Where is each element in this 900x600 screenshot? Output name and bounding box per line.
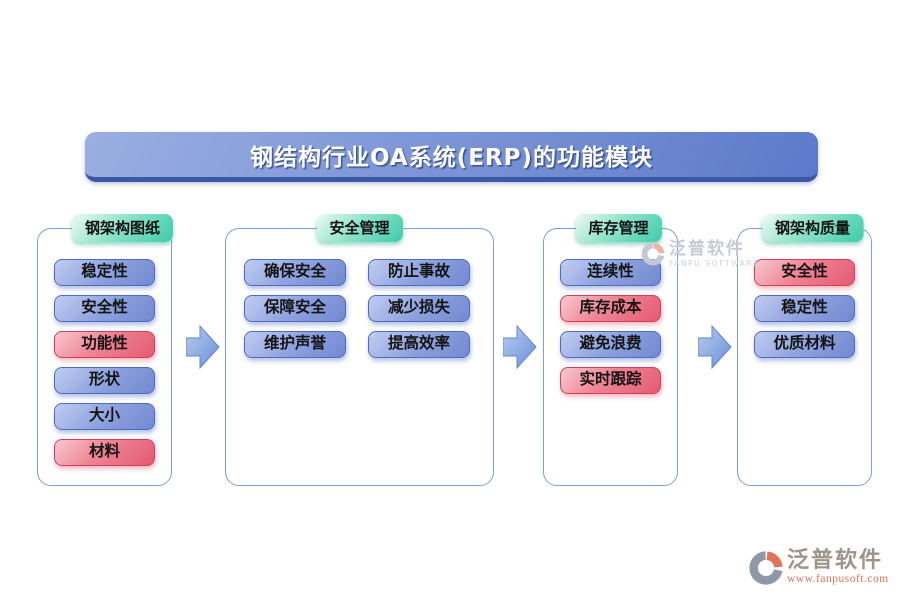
panel-items-steel-quality: 安全性稳定性优质材料	[738, 259, 871, 358]
module-item: 大小	[54, 403, 155, 430]
module-item: 实时跟踪	[560, 367, 661, 394]
module-item: 形状	[54, 367, 155, 394]
module-item: 库存成本	[560, 295, 661, 322]
panel-header-inventory-management: 库存管理	[575, 214, 662, 242]
module-item: 稳定性	[754, 295, 855, 322]
panel-inventory-management: 库存管理 连续性库存成本避免浪费实时跟踪	[543, 214, 678, 486]
module-item: 防止事故	[368, 259, 470, 286]
panel-items-safety-management: 确保安全防止事故保障安全减少损失维护声誉提高效率	[244, 259, 470, 358]
module-item: 材料	[54, 439, 155, 466]
module-item: 安全性	[754, 259, 855, 286]
module-item: 确保安全	[244, 259, 346, 286]
fanpu-logo-icon	[749, 551, 783, 585]
module-item: 提高效率	[368, 331, 470, 358]
logo-url: www.fanpusoft.com	[787, 573, 889, 586]
logo-brand: 泛普软件	[787, 548, 884, 574]
module-item: 优质材料	[754, 331, 855, 358]
flow-arrow-icon	[698, 324, 732, 370]
flow-arrow-icon	[186, 324, 220, 370]
module-item: 安全性	[54, 295, 155, 322]
panel-header-steel-quality: 钢架构质量	[761, 214, 864, 242]
panel-items-steel-drawings: 稳定性安全性功能性形状大小材料	[38, 259, 171, 466]
module-item: 稳定性	[54, 259, 155, 286]
panel-safety-management: 安全管理 确保安全防止事故保障安全减少损失维护声誉提高效率	[225, 214, 494, 486]
module-item: 保障安全	[244, 295, 346, 322]
module-item: 连续性	[560, 259, 661, 286]
module-item: 减少损失	[368, 295, 470, 322]
flow-arrow-icon	[503, 324, 537, 370]
panel-steel-quality: 钢架构质量 安全性稳定性优质材料	[737, 214, 872, 486]
panel-items-inventory-management: 连续性库存成本避免浪费实时跟踪	[544, 259, 677, 394]
panel-header-steel-drawings: 钢架构图纸	[71, 214, 173, 242]
fanpu-logo: 泛普软件 www.fanpusoft.com	[747, 549, 889, 587]
module-item: 维护声誉	[244, 331, 346, 358]
module-item: 功能性	[54, 331, 155, 358]
panel-steel-drawings: 钢架构图纸 稳定性安全性功能性形状大小材料	[37, 214, 173, 486]
panel-header-safety-management: 安全管理	[316, 214, 403, 242]
logo-texts: 泛普软件 www.fanpusoft.com	[787, 550, 889, 586]
module-item: 避免浪费	[560, 331, 661, 358]
diagram-title: 钢结构行业OA系统(ERP)的功能模块	[85, 132, 818, 182]
